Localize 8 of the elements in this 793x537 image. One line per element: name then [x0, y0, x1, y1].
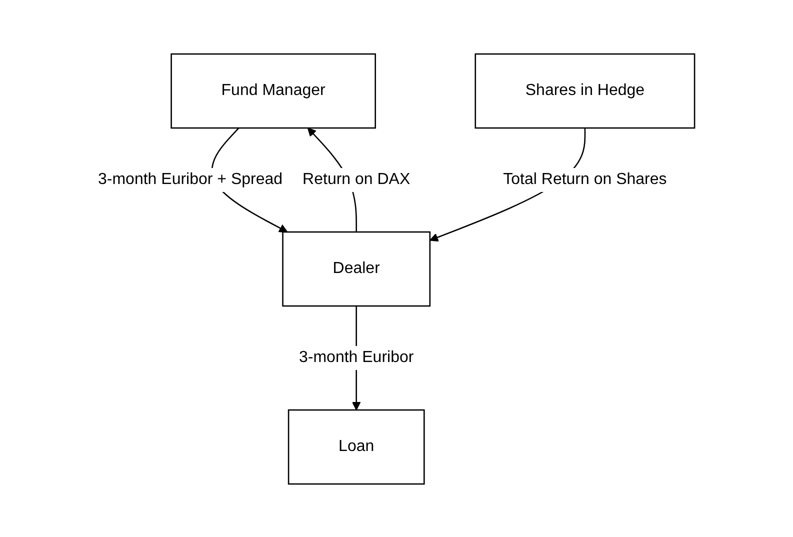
- edge-label: Return on DAX: [302, 170, 410, 188]
- node-box: Loan: [288, 408, 425, 484]
- node-box: Shares in Hedge: [474, 52, 696, 128]
- node-box: Dealer: [282, 230, 431, 306]
- edge-label: Total Return on Shares: [503, 170, 668, 188]
- edge-label: 3-month Euribor + Spread: [98, 170, 283, 188]
- edge-label: 3-month Euribor: [299, 348, 414, 366]
- node-box: Fund Manager: [170, 52, 376, 128]
